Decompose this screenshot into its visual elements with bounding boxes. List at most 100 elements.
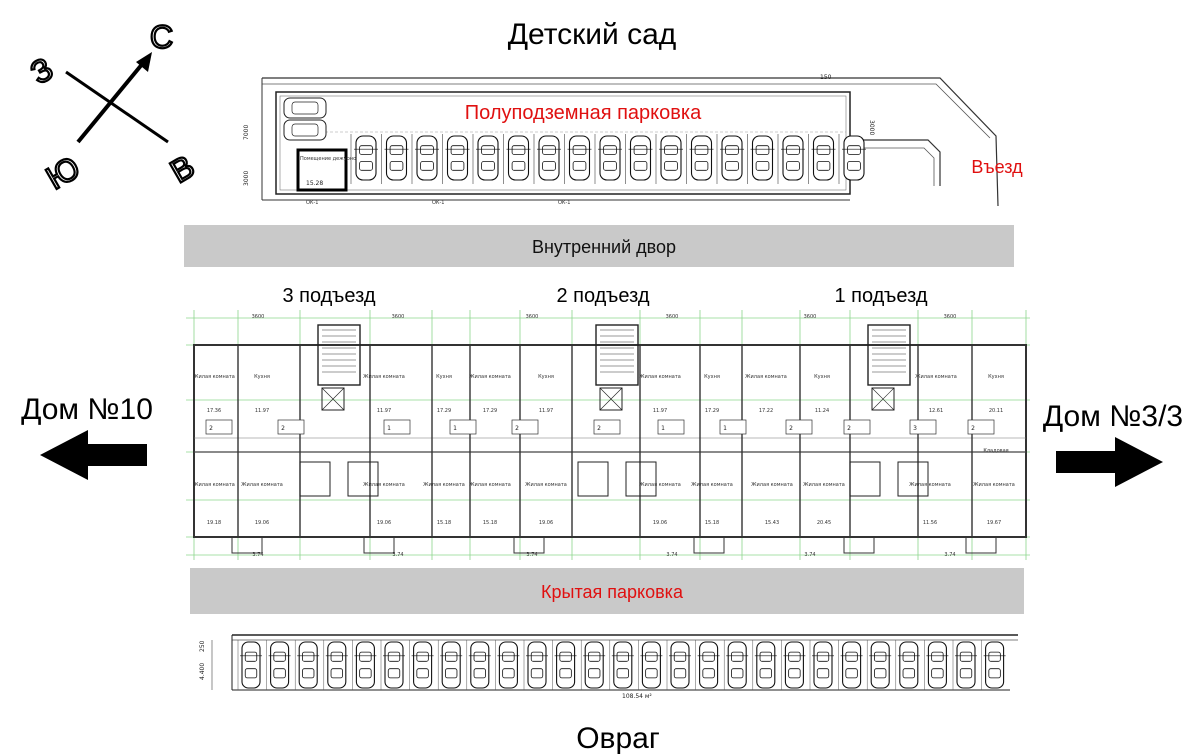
compass-south: Ю <box>40 149 86 196</box>
flat-code: 1 <box>723 425 727 432</box>
covered-car-icon <box>411 641 434 689</box>
flat-code: 3 <box>913 425 917 432</box>
room-label-top: Жилая комната <box>639 374 681 380</box>
flat-code-box <box>593 419 621 435</box>
dim-bottom: 3.74 <box>526 552 537 558</box>
stair-core <box>299 324 379 497</box>
flat-code-box <box>277 419 305 435</box>
dim-bottom: 3.74 <box>252 552 263 558</box>
room-area-bottom: 19.06 <box>377 520 391 526</box>
underground-car-icon <box>628 135 653 181</box>
entrance-3-label: 3 подъезд <box>282 285 375 307</box>
room-label-top: Кухня <box>704 374 720 380</box>
compass: С З В Ю <box>23 18 201 198</box>
covered-parking-bar <box>190 568 1024 614</box>
stair-core <box>849 324 929 497</box>
storage-label: Кладовая <box>983 448 1008 454</box>
compass-east: В <box>164 148 200 190</box>
underground-car-icon <box>506 135 531 181</box>
flat-code-box <box>909 419 937 435</box>
covered-car-icon <box>983 641 1006 689</box>
room-label-top: Жилая комната <box>745 374 787 380</box>
dim-bottom: 3.74 <box>804 552 815 558</box>
entrance-2-label: 2 подъезд <box>556 285 649 307</box>
dim-bottom: 3.74 <box>666 552 677 558</box>
room-area-top: 12.61 <box>929 408 943 414</box>
room-label-bottom: Жилая комната <box>639 482 681 488</box>
covered-car-icon <box>583 641 606 689</box>
room-label-top: Кухня <box>538 374 554 380</box>
covered-car-icon <box>468 641 491 689</box>
covered-car-icon <box>726 641 749 689</box>
flat-code: 2 <box>847 425 851 432</box>
guard-room-area: 15.28 <box>306 180 323 187</box>
room-label-top: Кухня <box>254 374 270 380</box>
entrance-1-label: 1 подъезд <box>834 285 927 307</box>
flat-code-box <box>785 419 813 435</box>
dim-bottom: 3.74 <box>944 552 955 558</box>
flat-code-box <box>657 419 685 435</box>
underground-car-icon <box>476 135 500 181</box>
room-label-bottom: Жилая комната <box>193 482 235 488</box>
room-label-bottom: Жилая комната <box>973 482 1015 488</box>
room-area-top: 11.97 <box>653 408 667 414</box>
covered-car-icon <box>297 641 320 689</box>
dim-250: 250 <box>199 640 206 652</box>
covered-car-icon <box>640 641 663 689</box>
covered-car-icon <box>869 641 892 689</box>
room-label-top: Кухня <box>814 374 830 380</box>
covered-car-icon <box>497 641 520 689</box>
room-label-bottom: Жилая комната <box>241 482 283 488</box>
underground-car-icon <box>659 135 683 181</box>
room-area-bottom: 19.18 <box>207 520 221 526</box>
underground-car-icon <box>811 135 836 181</box>
flat-code: 2 <box>971 425 975 432</box>
covered-area: 108.54 м² <box>622 693 652 700</box>
room-area-bottom: 19.06 <box>539 520 553 526</box>
underground-parking-plan: Помещение дежурного 15.28 150 7000 3000 … <box>243 74 999 207</box>
dim-top: 3600 <box>804 314 817 320</box>
entry-label: Въезд <box>971 157 1023 177</box>
room-label-bottom: Жилая комната <box>909 482 951 488</box>
flat-code-box <box>205 419 233 435</box>
underground-car-icon <box>537 135 561 181</box>
flat-code: 2 <box>209 425 213 432</box>
covered-car-icon <box>897 641 920 689</box>
room-area-top: 17.36 <box>207 408 221 414</box>
dim-4400: 4.400 <box>199 663 206 680</box>
covered-car-icon <box>611 641 634 689</box>
covered-car-icon <box>955 641 977 689</box>
room-area-bottom: 15.43 <box>765 520 779 526</box>
guard-room-label: Помещение дежурного <box>300 156 362 162</box>
underground-car-icon <box>354 135 378 181</box>
room-area-bottom: 11.56 <box>923 520 937 526</box>
room-label-bottom: Жилая комната <box>363 482 405 488</box>
north-label: Детский сад <box>508 18 677 51</box>
dim-150: 150 <box>820 74 832 81</box>
covered-car-icon <box>926 641 949 689</box>
covered-car-icon <box>697 641 720 689</box>
courtyard-label: Внутренний двор <box>532 237 676 257</box>
flat-code-box <box>383 419 411 435</box>
covered-parking-label: Крытая парковка <box>541 582 684 602</box>
east-arrow <box>1056 437 1163 487</box>
dim-7000: 7000 <box>243 125 250 140</box>
flat-code-box <box>511 419 539 435</box>
covered-car-icon <box>325 641 348 689</box>
room-area-bottom: 15.18 <box>437 520 451 526</box>
underground-car-icon <box>781 135 805 181</box>
covered-parking-plan: 250 4.400 108.54 м² <box>199 634 1018 700</box>
underground-car-icon <box>445 135 470 181</box>
covered-car-icon <box>754 641 777 689</box>
flat-code-box <box>843 419 871 435</box>
room-area-top: 17.22 <box>759 408 773 414</box>
underground-car-icon <box>415 135 439 181</box>
south-label: Овраг <box>576 722 660 755</box>
room-area-bottom: 15.18 <box>705 520 719 526</box>
room-label-bottom: Жилая комната <box>691 482 733 488</box>
compass-west: З <box>24 50 59 91</box>
underground-car-icon <box>689 135 714 181</box>
flat-code: 1 <box>387 425 391 432</box>
room-area-bottom: 19.06 <box>653 520 667 526</box>
